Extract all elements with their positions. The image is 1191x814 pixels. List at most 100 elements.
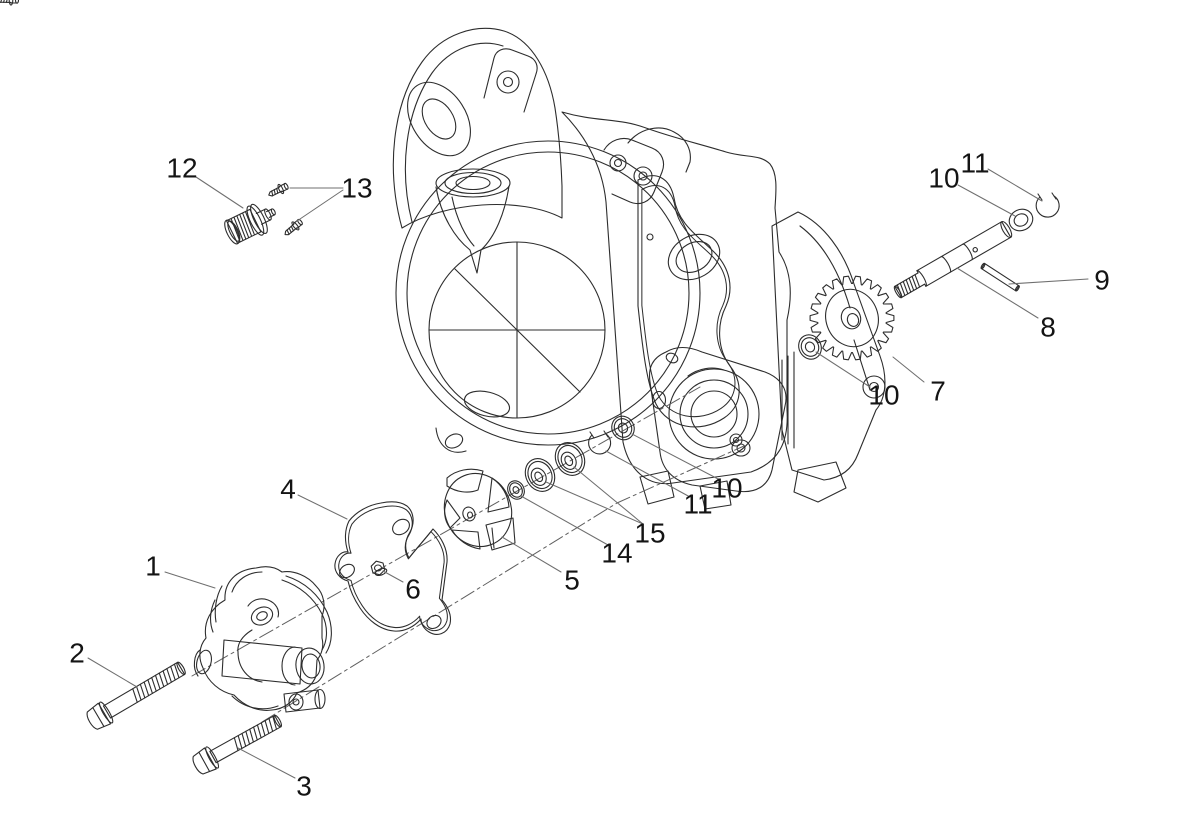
thread-mark [911, 275, 918, 290]
part-crankcase-cover [392, 27, 886, 510]
thread-mark [132, 688, 138, 703]
callout-label-1-0: 1 [145, 551, 161, 582]
leader-line-11 [605, 450, 691, 498]
callout-label-10-12: 10 [711, 473, 742, 504]
thread-mark [272, 715, 278, 730]
part-15-bearing-inner [524, 458, 556, 492]
cover-pump-boss [648, 346, 787, 493]
callout-label-6-5: 6 [405, 574, 421, 605]
thread-mark [236, 215, 247, 240]
leader-line-9 [1008, 278, 1089, 285]
part-4-gasket [334, 501, 452, 635]
part-10-seal-cover [611, 415, 635, 441]
part-9-pin [980, 262, 1020, 292]
thread-mark [241, 732, 247, 747]
thread-mark [896, 284, 903, 298]
thread-mark [245, 211, 255, 236]
part-1-pump-cover [193, 566, 332, 713]
thread-mark [135, 685, 142, 701]
leader-line-10 [815, 351, 871, 388]
thread-mark [260, 722, 266, 737]
thread-mark [3, 0, 5, 3]
part-11-circlip-stack [588, 430, 612, 455]
thread-mark [170, 665, 176, 681]
part-7-sprocket [809, 275, 895, 361]
leader-line-13 [296, 189, 344, 222]
thread-mark [233, 217, 244, 241]
thread-mark [264, 720, 270, 735]
thread-mark [908, 277, 915, 291]
part-11-circlip-top [1035, 192, 1060, 218]
leader-line-8 [956, 267, 1039, 319]
thread-mark [162, 670, 169, 685]
thread-mark [905, 279, 912, 293]
callout-label-8-7: 8 [1040, 312, 1056, 343]
thread-mark [166, 668, 172, 683]
thread-mark [5, 0, 8, 3]
leader-line-14 [520, 495, 609, 546]
part-14-washer [507, 480, 525, 500]
thread-mark [173, 663, 180, 679]
leader-lines [87, 168, 1089, 779]
leader-line-6 [382, 570, 404, 583]
thread-mark [154, 674, 161, 690]
part-6-nut [370, 560, 388, 577]
thread-mark [268, 717, 274, 732]
part-15-bearing-outer [554, 442, 586, 476]
thread-mark [902, 280, 909, 295]
part-10-washer-top [1008, 208, 1034, 232]
thread-mark [147, 679, 153, 694]
leader-line-1 [164, 571, 216, 589]
callout-label-14-14: 14 [601, 538, 632, 569]
cover-drum [395, 140, 701, 453]
leader-line-5 [501, 536, 562, 573]
cover-right-plate [561, 111, 791, 485]
thread-mark [233, 737, 239, 752]
thread-mark [253, 726, 258, 741]
center-axis-lines [191, 386, 745, 723]
callout-label-15-15: 15 [634, 518, 665, 549]
thread-mark [242, 212, 253, 237]
callout-label-11-10: 11 [960, 148, 989, 179]
leader-line-4 [297, 494, 348, 520]
leader-line-11 [987, 168, 1043, 202]
axis-impeller-shaft [191, 386, 701, 677]
leader-line-10 [631, 433, 721, 481]
thread-mark [0, 0, 2, 3]
thread-mark [237, 735, 243, 749]
leader-line-12 [195, 176, 244, 209]
callout-label-9-8: 9 [1094, 265, 1110, 296]
callout-label-10-9: 10 [928, 163, 959, 194]
thread-mark [914, 274, 921, 288]
thread-mark [158, 672, 165, 688]
thread-mark [143, 681, 150, 697]
part-12-plug [224, 203, 276, 245]
cover-top-lobe [392, 27, 563, 229]
part-10-seal-washer-sprocket [798, 334, 822, 360]
callout-label-7-6: 7 [930, 376, 946, 407]
part-2-bolt-long [86, 661, 186, 730]
thread-mark [249, 728, 254, 743]
cover-funnel [435, 168, 511, 274]
callout-label-13-17: 13 [341, 173, 372, 204]
callout-label-11-13: 11 [683, 489, 712, 520]
part-5-impeller [443, 468, 516, 551]
part-8-shaft [893, 220, 1013, 299]
leader-line-2 [87, 657, 138, 688]
thread-mark [245, 730, 251, 745]
callout-label-12-16: 12 [166, 153, 197, 184]
part-13-screw [0, 0, 20, 6]
part-3-bolt-short [192, 714, 283, 775]
thread-mark [139, 683, 146, 699]
callout-label-3-2: 3 [296, 771, 312, 802]
leader-line-7 [892, 356, 925, 383]
callout-label-2-1: 2 [69, 638, 85, 669]
leader-line-15 [573, 466, 644, 525]
callout-label-4-3: 4 [280, 474, 296, 505]
thread-mark [239, 214, 250, 238]
thread-mark [230, 218, 241, 243]
callout-label-10-11: 10 [868, 380, 899, 411]
